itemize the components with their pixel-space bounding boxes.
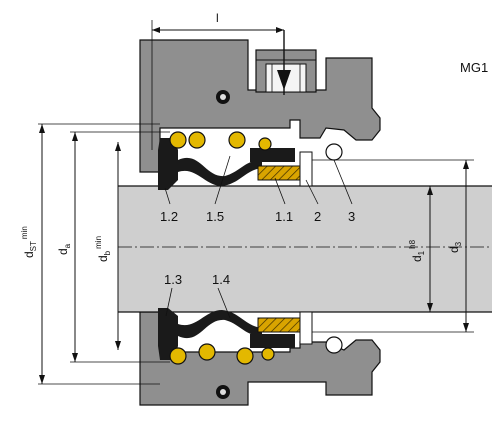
- label-1-2: 1.2: [160, 209, 178, 224]
- label-1-1: 1.1: [275, 209, 293, 224]
- svg-text:d1h8: d1h8: [408, 239, 426, 262]
- label-1-3: 1.3: [164, 272, 182, 287]
- label-db: dbmin: [94, 236, 112, 262]
- housing-lower: [139, 311, 381, 406]
- housing-upper: [139, 39, 381, 173]
- svg-text:d3: d3: [447, 241, 463, 253]
- label-2: 2: [314, 209, 321, 224]
- label-d1: d1h8: [408, 239, 426, 262]
- gland-port: [255, 30, 317, 95]
- label-1-5: 1.5: [206, 209, 224, 224]
- svg-text:dbmin: dbmin: [94, 236, 112, 262]
- label-1-4: 1.4: [212, 272, 230, 287]
- housing-o-rings: [216, 90, 230, 399]
- model-label: MG1: [460, 60, 488, 75]
- label-3: 3: [348, 209, 355, 224]
- svg-text:da: da: [56, 243, 72, 255]
- label-da: da: [56, 243, 72, 255]
- seal-upper: [158, 131, 343, 190]
- svg-text:dSTmin: dSTmin: [20, 226, 38, 258]
- label-d3: d3: [447, 241, 463, 253]
- flow-arrow-icon: [277, 70, 291, 90]
- leader-lines: [164, 155, 353, 319]
- shaft: [118, 185, 492, 313]
- dimension-l: [151, 20, 284, 150]
- dimension-l-label: l: [216, 11, 219, 25]
- seal-lower: [158, 308, 343, 365]
- dimension-lines: [38, 123, 474, 385]
- label-dst: dSTmin: [20, 226, 38, 258]
